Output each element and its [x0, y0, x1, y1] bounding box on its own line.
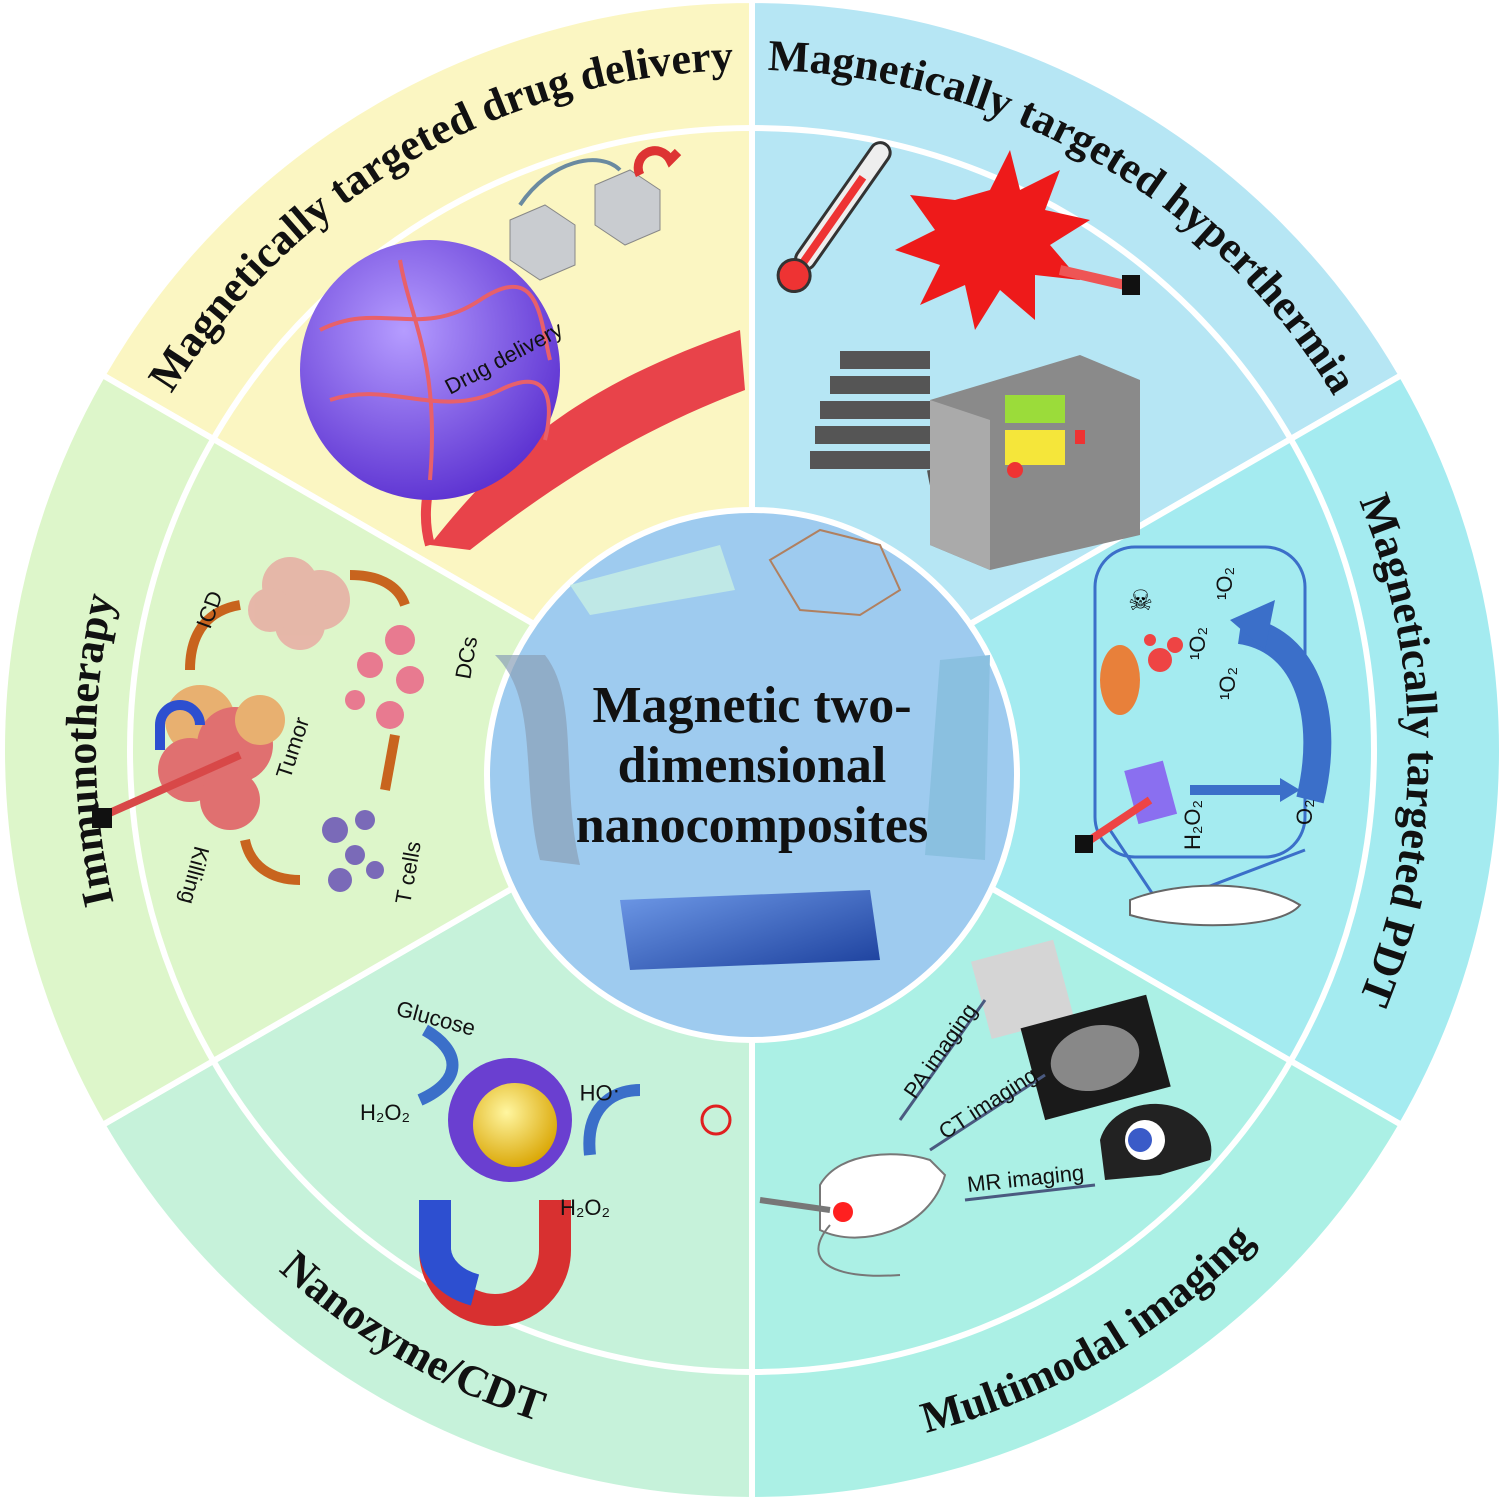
center-title-line: Magnetic two-: [592, 677, 911, 734]
generator-machine-icon: [930, 355, 1140, 570]
tumor-icon: [300, 240, 560, 500]
nanocarrier-icon: [509, 204, 576, 281]
nanosheet-icon: [925, 655, 990, 860]
sad-face-icon: [700, 1104, 732, 1136]
center-hub: Magnetic two- dimensional nanocomposites: [484, 507, 1020, 1043]
nanocarrier-icon: [594, 169, 661, 246]
laser-icon: [1075, 835, 1093, 853]
magnet-icon: [155, 700, 205, 750]
blood-vessel: [430, 330, 745, 550]
h2o2-label: H₂O₂: [1180, 800, 1205, 850]
center-circle: [484, 507, 1020, 1043]
mouse-icon: [1129, 884, 1302, 927]
skull-icon: ☠: [1128, 586, 1153, 617]
hyperthermia-illustration: [776, 141, 1140, 570]
drug-delivery-illustration: Drug delivery: [300, 146, 745, 550]
o2-label: O₂: [1292, 799, 1317, 825]
t-cells-icon: [322, 810, 384, 892]
xray-image: [971, 939, 1074, 1039]
center-title-line: dimensional: [618, 737, 887, 794]
cycle-arrows: [185, 570, 410, 885]
h2o2-label: H₂O₂: [360, 1100, 410, 1125]
singlet-oxygen-label: ¹O₂: [1212, 567, 1237, 600]
magnet-icon: [633, 146, 682, 178]
pdt-illustration: ☠ ¹O₂ ¹O₂ ¹O₂ H₂O₂ O₂: [1075, 545, 1332, 927]
induction-coil-icon: [810, 351, 930, 469]
syringe-icon: [759, 1197, 831, 1213]
layered-nanosheet-icon: [620, 890, 880, 970]
sector-pdt: [745, 370, 1504, 1130]
thermometer-icon: [776, 141, 892, 294]
center-title-line: nanocomposites: [576, 797, 928, 854]
inner-ring-divider: [127, 125, 1377, 1375]
graphene-sheet-icon: [495, 655, 580, 865]
singlet-oxygen-label: ¹O₂: [1215, 667, 1240, 700]
sector-immunotherapy: [0, 370, 758, 1130]
nanosheet-icon: [570, 545, 735, 615]
h2o2-label: H₂O₂: [560, 1195, 610, 1220]
laser-icon: [92, 808, 112, 828]
cancer-cell-icon: [895, 150, 1090, 330]
mitochondria-icon: [1100, 645, 1140, 715]
laser-icon: [1122, 275, 1140, 295]
dendritic-cells-icon: [345, 625, 424, 729]
hydroxyl-radical-label: ·OH: [580, 1080, 620, 1105]
lattice-icon: [768, 528, 902, 617]
singlet-oxygen-label: ¹O₂: [1185, 627, 1210, 660]
nanozyme-illustration: Glucose H₂O₂ ·OH H₂O₂: [360, 996, 732, 1326]
dying-tumor-icon: [248, 557, 350, 650]
tumor-icon: [158, 685, 285, 830]
